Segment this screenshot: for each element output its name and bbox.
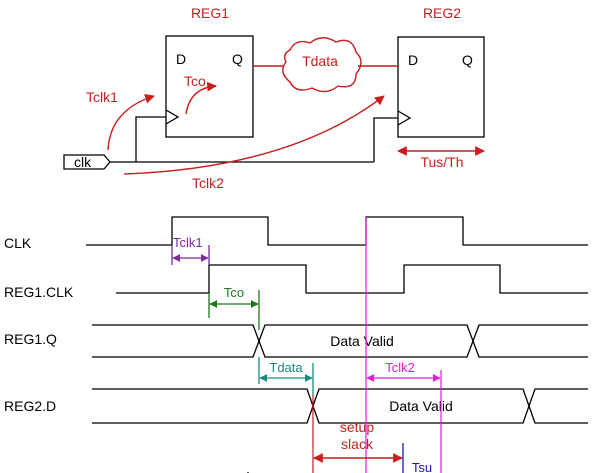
setup-slack-annotation (312, 395, 403, 473)
tclk1-annotation (171, 245, 210, 265)
reg2-box (397, 36, 485, 138)
reg1-d-label: D (176, 51, 186, 67)
reg1-clk-waveform (116, 264, 588, 294)
setup-slack-label-line1: setup (340, 419, 374, 435)
reg2-clock-triangle (397, 110, 412, 126)
tclk2-annotation (365, 217, 442, 473)
waveforms: CLK REG1.CLK REG1.Q REG2.D Data Valid Da… (4, 216, 588, 473)
reg1-q-data-valid: Data Valid (330, 333, 394, 349)
tco-timing-label: Tco (224, 285, 244, 300)
signal-label-reg1-clk: REG1.CLK (4, 284, 74, 300)
clk-port-label: clk (74, 154, 92, 170)
reg1-box (165, 35, 254, 138)
tclk2-arrow (123, 95, 385, 175)
tclk1-timing-label: Tclk1 (173, 235, 203, 250)
reg1-clock-triangle (165, 109, 180, 125)
reg1-title: REG1 (191, 5, 229, 21)
reg2-d-label: D (408, 52, 418, 68)
tclk1-arrow (107, 94, 155, 151)
reg2-clk-wire (373, 117, 398, 162)
tclk2-schematic-label: Tclk2 (192, 175, 224, 191)
signal-label-clk: CLK (4, 235, 32, 251)
setup-slack-label-line2: slack (341, 436, 374, 452)
reg2-d-data-valid: Data Valid (389, 398, 453, 414)
schematic: REG1 REG2 D Q D Q Tdata clk Tco Tclk1 Tc… (63, 5, 485, 191)
tco-schematic-label: Tco (184, 73, 206, 89)
tdata-cloud (282, 37, 362, 93)
reg1-q-label: Q (232, 51, 243, 67)
tclk2-timing-label: Tclk2 (385, 360, 415, 375)
reg1-clk-wire (135, 116, 166, 162)
tclk1-schematic-label: Tclk1 (86, 89, 118, 105)
clk-waveform (86, 216, 588, 246)
clk-input-port (63, 154, 111, 170)
reg2-title: REG2 (423, 5, 461, 21)
tco-annotation (208, 290, 260, 330)
tus-th-label: Tus/Th (420, 154, 463, 170)
tsu-timing-label: Tsu (412, 460, 432, 473)
tdata-annotation (258, 357, 314, 395)
signal-label-reg2-d: REG2.D (4, 398, 56, 414)
tdata-timing-label: Tdata (269, 360, 303, 375)
signal-label-reg1-q: REG1.Q (4, 331, 57, 347)
reg2-d-waveform (92, 388, 588, 424)
tco-arrow (185, 81, 217, 115)
tdata-cloud-label: Tdata (302, 53, 338, 69)
reg2-q-label: Q (462, 52, 473, 68)
